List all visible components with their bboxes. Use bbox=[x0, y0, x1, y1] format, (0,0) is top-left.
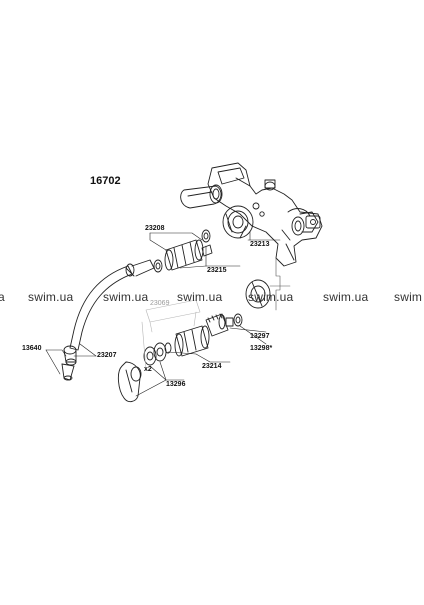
watermark-3: swim.ua bbox=[177, 290, 223, 304]
cartridge-23214 bbox=[164, 325, 210, 357]
outline-box-23069 bbox=[141, 299, 201, 371]
watermark-1: swim.ua bbox=[28, 290, 74, 304]
part-label-23215: 23215 bbox=[207, 267, 227, 274]
aerator-13640 bbox=[61, 345, 77, 381]
washers-x2 bbox=[143, 342, 167, 366]
top-lever-handle bbox=[180, 184, 223, 209]
part-label-23213: 23213 bbox=[250, 241, 270, 248]
model-number: 16702 bbox=[90, 175, 121, 187]
part-label-23208: 23208 bbox=[145, 225, 165, 232]
watermark-5: swim.ua bbox=[323, 290, 369, 304]
rosette-top bbox=[222, 205, 254, 239]
headpart-13297 bbox=[205, 313, 243, 337]
curved-spout bbox=[69, 259, 155, 351]
part-label-13297: 13297 bbox=[250, 333, 270, 340]
quantity-label-x2: x2 bbox=[144, 366, 152, 373]
part-label-13296: 13296 bbox=[166, 381, 186, 388]
part-label-13640: 13640 bbox=[22, 345, 42, 352]
watermark-4: swim.ua bbox=[248, 290, 294, 304]
o-ring-top bbox=[201, 229, 211, 243]
leader-lines bbox=[45, 231, 281, 397]
cartridge-23208 bbox=[153, 239, 213, 273]
part-label-23207: 23207 bbox=[97, 352, 117, 359]
watermark-2: swim.ua bbox=[103, 290, 149, 304]
lower-lever-handle bbox=[117, 361, 142, 403]
rosette-middle bbox=[245, 279, 271, 309]
part-label-23069: 23069 bbox=[150, 300, 170, 307]
watermark-partial-right: swim bbox=[394, 290, 423, 304]
part-label-13298: 13298* bbox=[250, 345, 273, 352]
connection-frame bbox=[269, 257, 291, 311]
part-label-23214: 23214 bbox=[202, 363, 222, 370]
watermark-partial-left: a bbox=[0, 290, 5, 304]
concealed-valve-body bbox=[207, 162, 323, 267]
